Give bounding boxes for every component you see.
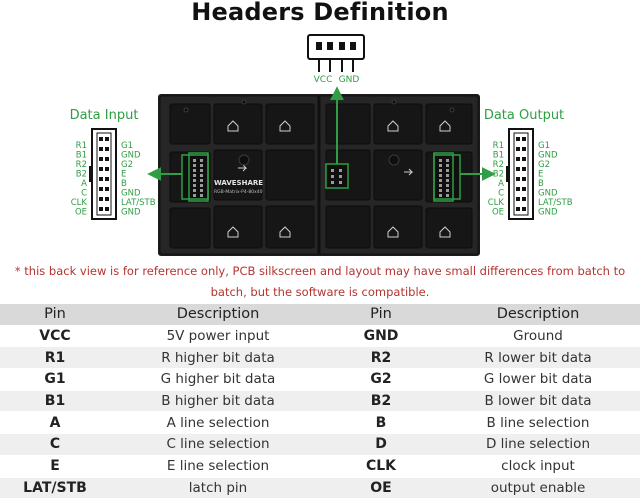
description-cell: G lower bit data <box>436 368 640 391</box>
output-right-pin: G2 <box>538 160 550 170</box>
output-left-pin: R2 <box>493 160 504 170</box>
data-output-right-pins: G1 GND G2 E B GND LAT/STB GND <box>538 141 573 218</box>
description-cell: E line selection <box>110 454 326 478</box>
output-left-pin: CLK <box>488 198 505 208</box>
input-right-pin: G2 <box>121 160 133 170</box>
description-cell: B higher bit data <box>110 389 326 413</box>
pin-cell: B2 <box>326 389 436 413</box>
disclaimer-note-line2: batch, but the software is compatible. <box>210 285 430 299</box>
description-cell: R higher bit data <box>110 346 326 370</box>
header-diagram: VCC GND <box>70 34 573 256</box>
output-left-pin: C <box>498 189 504 199</box>
table-row: C C line selection D D line selection <box>0 433 640 456</box>
description-cell: B lower bit data <box>436 389 640 413</box>
table-row: A A line selection B B line selection <box>0 411 640 435</box>
pin-cell: R2 <box>326 346 436 370</box>
table-row: LAT/STB latch pin OE output enable <box>0 476 640 499</box>
input-left-pin: R1 <box>76 141 87 151</box>
input-left-pin: CLK <box>71 198 88 208</box>
header-pin: Pin <box>326 303 436 326</box>
power-connector: VCC GND <box>307 34 365 85</box>
pin-definition-table: Pin Description Pin Description VCC 5V p… <box>0 303 640 499</box>
input-left-pin: B1 <box>76 151 87 161</box>
pin-cell: C <box>0 433 110 456</box>
table-row: VCC 5V power input GND Ground <box>0 324 640 348</box>
pin-cell: GND <box>326 324 436 348</box>
data-input-left-pins: R1 B1 R2 B2 A C CLK OE <box>71 141 88 218</box>
pin-cell: A <box>0 411 110 435</box>
table-row: B1 B higher bit data B2 B lower bit data <box>0 389 640 413</box>
data-input-connector <box>89 128 117 220</box>
description-cell: Ground <box>436 324 640 348</box>
pin-cell: VCC <box>0 324 110 348</box>
header-description: Description <box>436 303 640 326</box>
output-right-pin: B <box>538 179 544 189</box>
input-right-pin: GND <box>121 189 141 199</box>
input-left-pin: R2 <box>76 160 87 170</box>
header-description: Description <box>110 303 326 326</box>
output-left-pin: A <box>498 179 504 189</box>
table-header-row: Pin Description Pin Description <box>0 303 640 326</box>
description-cell: 5V power input <box>110 324 326 348</box>
board-logo: WAVESHARE <box>214 179 263 187</box>
table-row: R1 R higher bit data R2 R lower bit data <box>0 346 640 370</box>
table-row: G1 G higher bit data G2 G lower bit data <box>0 368 640 391</box>
input-right-pin: B <box>121 179 127 189</box>
input-right-pin: G1 <box>121 141 133 151</box>
description-cell: R lower bit data <box>436 346 640 370</box>
output-left-pin: R1 <box>493 141 504 151</box>
pin-cell: LAT/STB <box>0 476 110 499</box>
input-right-pin: GND <box>121 151 141 161</box>
description-cell: D line selection <box>436 433 640 456</box>
data-output-connector <box>506 128 534 220</box>
output-right-pin: GND <box>538 208 558 218</box>
page-title: Headers Definition <box>191 0 449 26</box>
description-cell: C line selection <box>110 433 326 456</box>
table-row: E E line selection CLK clock input <box>0 454 640 478</box>
description-cell: output enable <box>436 476 640 499</box>
output-right-pin: E <box>538 170 543 180</box>
output-left-pin: B2 <box>493 170 504 180</box>
pin-cell: R1 <box>0 346 110 370</box>
board-model: RGB-Matrix-P4-80x40 <box>214 189 263 195</box>
output-right-pin: GND <box>538 151 558 161</box>
input-left-pin: B2 <box>76 170 87 180</box>
header-pin: Pin <box>0 303 110 326</box>
output-left-pin: OE <box>492 208 504 218</box>
description-cell: clock input <box>436 454 640 478</box>
pin-cell: E <box>0 454 110 478</box>
output-right-pin: GND <box>538 189 558 199</box>
pin-cell: D <box>326 433 436 456</box>
description-cell: A line selection <box>110 411 326 435</box>
output-right-pin: G1 <box>538 141 550 151</box>
data-output-left-pins: R1 B1 R2 B2 A C CLK OE <box>488 141 505 218</box>
pin-cell: G2 <box>326 368 436 391</box>
power-label-vcc: VCC <box>314 75 333 85</box>
led-panel-board: WAVESHARE RGB-Matrix-P4-80x40 <box>158 94 480 256</box>
disclaimer-note-line1: * this back view is for reference only, … <box>14 264 626 278</box>
pin-cell: OE <box>326 476 436 499</box>
data-input-right-pins: G1 GND G2 E B GND LAT/STB GND <box>121 141 156 218</box>
description-cell: latch pin <box>110 476 326 499</box>
input-left-pin: A <box>81 179 87 189</box>
output-left-pin: B1 <box>493 151 504 161</box>
output-right-pin: LAT/STB <box>538 198 573 208</box>
input-right-pin: LAT/STB <box>121 198 156 208</box>
pin-cell: B1 <box>0 389 110 413</box>
power-label-gnd: GND <box>339 75 360 85</box>
description-cell: G higher bit data <box>110 368 326 391</box>
input-left-pin: OE <box>75 208 87 218</box>
input-left-pin: C <box>81 189 87 199</box>
input-right-pin: GND <box>121 208 141 218</box>
pin-cell: CLK <box>326 454 436 478</box>
data-output-label: Data Output <box>484 108 564 123</box>
pin-cell: B <box>326 411 436 435</box>
pin-cell: G1 <box>0 368 110 391</box>
input-right-pin: E <box>121 170 126 180</box>
description-cell: B line selection <box>436 411 640 435</box>
data-input-label: Data Input <box>70 108 139 123</box>
